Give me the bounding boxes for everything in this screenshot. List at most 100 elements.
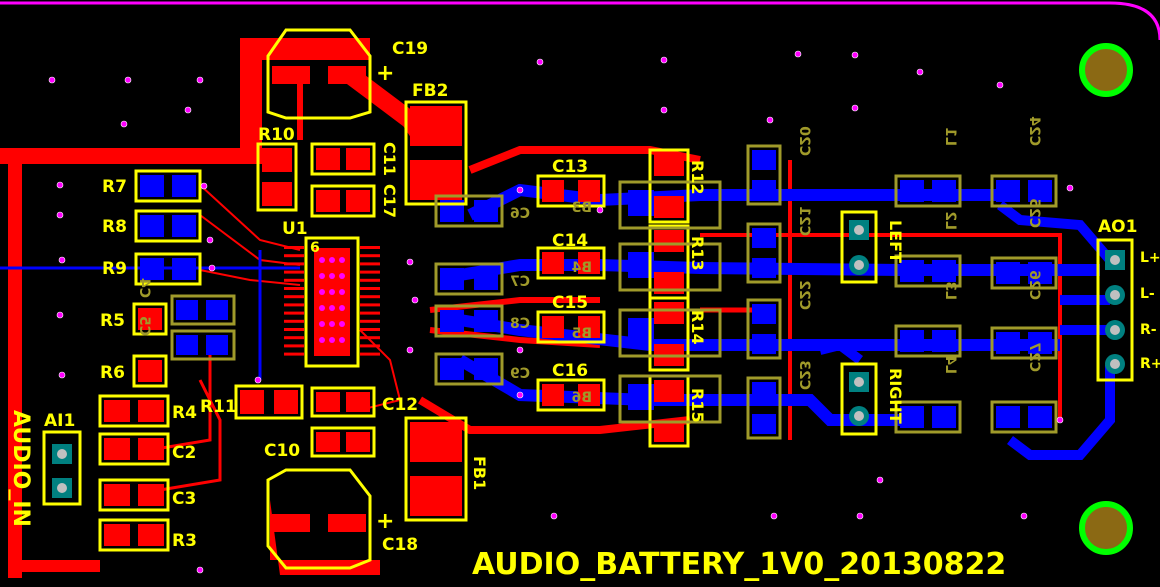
ao1-pin-label-4: R+: [1140, 356, 1160, 372]
pad: [900, 260, 924, 282]
silkscreen-bottom-outlines: [170, 144, 1058, 440]
ref-r3: R3: [172, 531, 197, 551]
thermal-via: [329, 337, 335, 343]
l4-outline: [894, 400, 962, 434]
c18-outline: [266, 468, 372, 570]
l1-outline: [894, 174, 962, 208]
ref-l2: L2: [942, 211, 958, 230]
u1-pin: [360, 262, 380, 266]
c22-outline: [746, 298, 782, 360]
u1-pin: [284, 254, 304, 258]
pad: [138, 360, 162, 382]
via: [406, 258, 414, 266]
ref-r7: R7: [102, 177, 127, 197]
pad: [900, 330, 924, 352]
ref-c25: C25: [1026, 198, 1042, 228]
via: [916, 68, 924, 76]
ref-fb1: FB1: [470, 456, 489, 490]
pad: [346, 190, 370, 212]
c5-outline: [170, 329, 236, 361]
ref-c3: C3: [172, 489, 196, 509]
u1-pins-right: [360, 246, 380, 356]
r4-outline: [98, 394, 170, 428]
via: [208, 264, 216, 272]
u1-pin: [360, 287, 380, 290]
pad: [176, 300, 198, 320]
r6-outline: [132, 354, 168, 388]
r9-outline: [134, 252, 202, 286]
thermal-via: [329, 321, 335, 327]
u1-pin: [284, 336, 304, 340]
via: [1020, 512, 1028, 520]
u1-pin: [360, 336, 380, 340]
via: [48, 76, 56, 84]
audio-in-label: AUDIO_IN: [8, 410, 33, 527]
u1-pin: [284, 352, 304, 356]
pad: [104, 484, 130, 506]
via: [516, 186, 524, 194]
pad: [474, 310, 498, 332]
pad: [172, 175, 196, 197]
u1-pin: [284, 319, 304, 323]
pad: [578, 180, 600, 202]
thermal-via: [329, 257, 335, 263]
bottom-trace: [997, 201, 1114, 264]
bottom-trace: [818, 339, 863, 364]
c17-outline: [310, 184, 376, 218]
pad: [272, 514, 310, 532]
pad: [996, 406, 1020, 428]
pad: [996, 180, 1020, 202]
u1-pin: [284, 344, 304, 348]
ref-r9: R9: [102, 259, 127, 279]
ref-c20: C20: [796, 126, 812, 156]
pad: [1028, 180, 1052, 202]
left-header-outline: [840, 210, 878, 284]
pad: [440, 268, 464, 290]
c20-outline: [746, 144, 782, 206]
pad: [104, 524, 130, 546]
via: [766, 116, 774, 124]
pad: [578, 384, 600, 406]
pad: [900, 180, 924, 202]
via: [770, 512, 778, 520]
pad: [932, 260, 956, 282]
r12-outline: [648, 148, 690, 224]
via: [876, 476, 884, 484]
u1-pin: [360, 278, 380, 282]
thermal-via: [329, 273, 335, 279]
pad: [316, 148, 340, 170]
via: [856, 512, 864, 520]
pad: [240, 390, 264, 414]
u1-pin: [360, 254, 380, 258]
pad: [996, 262, 1020, 284]
pad: [176, 335, 198, 355]
c3-outline: [98, 478, 170, 512]
mounting-hole-bottom: [1079, 501, 1133, 555]
top-trace: [0, 148, 262, 164]
thermal-via: [339, 337, 345, 343]
u1-pin: [360, 319, 380, 323]
pad: [272, 66, 310, 84]
pad: [346, 432, 370, 452]
pad: [654, 420, 684, 442]
pads-layer: [104, 66, 1052, 546]
pad: [346, 392, 370, 412]
ref-r8: R8: [102, 217, 127, 237]
pad: [900, 406, 924, 428]
pad: [474, 358, 498, 380]
via: [196, 76, 204, 84]
r10-outline: [256, 142, 298, 212]
u1-pin: [284, 287, 304, 290]
u1-pin: [360, 270, 380, 274]
ref-c23: C23: [796, 360, 812, 390]
u1-pin: [284, 278, 304, 282]
pad: [996, 332, 1020, 354]
fb1-outline: [404, 416, 468, 522]
ref-c17: C17: [380, 184, 399, 218]
c11-outline: [310, 142, 376, 176]
ref-l3: L3: [942, 281, 958, 300]
through-hole-pads: [52, 220, 1125, 498]
top-trace: [417, 396, 691, 434]
u1-pin: [284, 303, 304, 307]
via: [411, 296, 419, 304]
